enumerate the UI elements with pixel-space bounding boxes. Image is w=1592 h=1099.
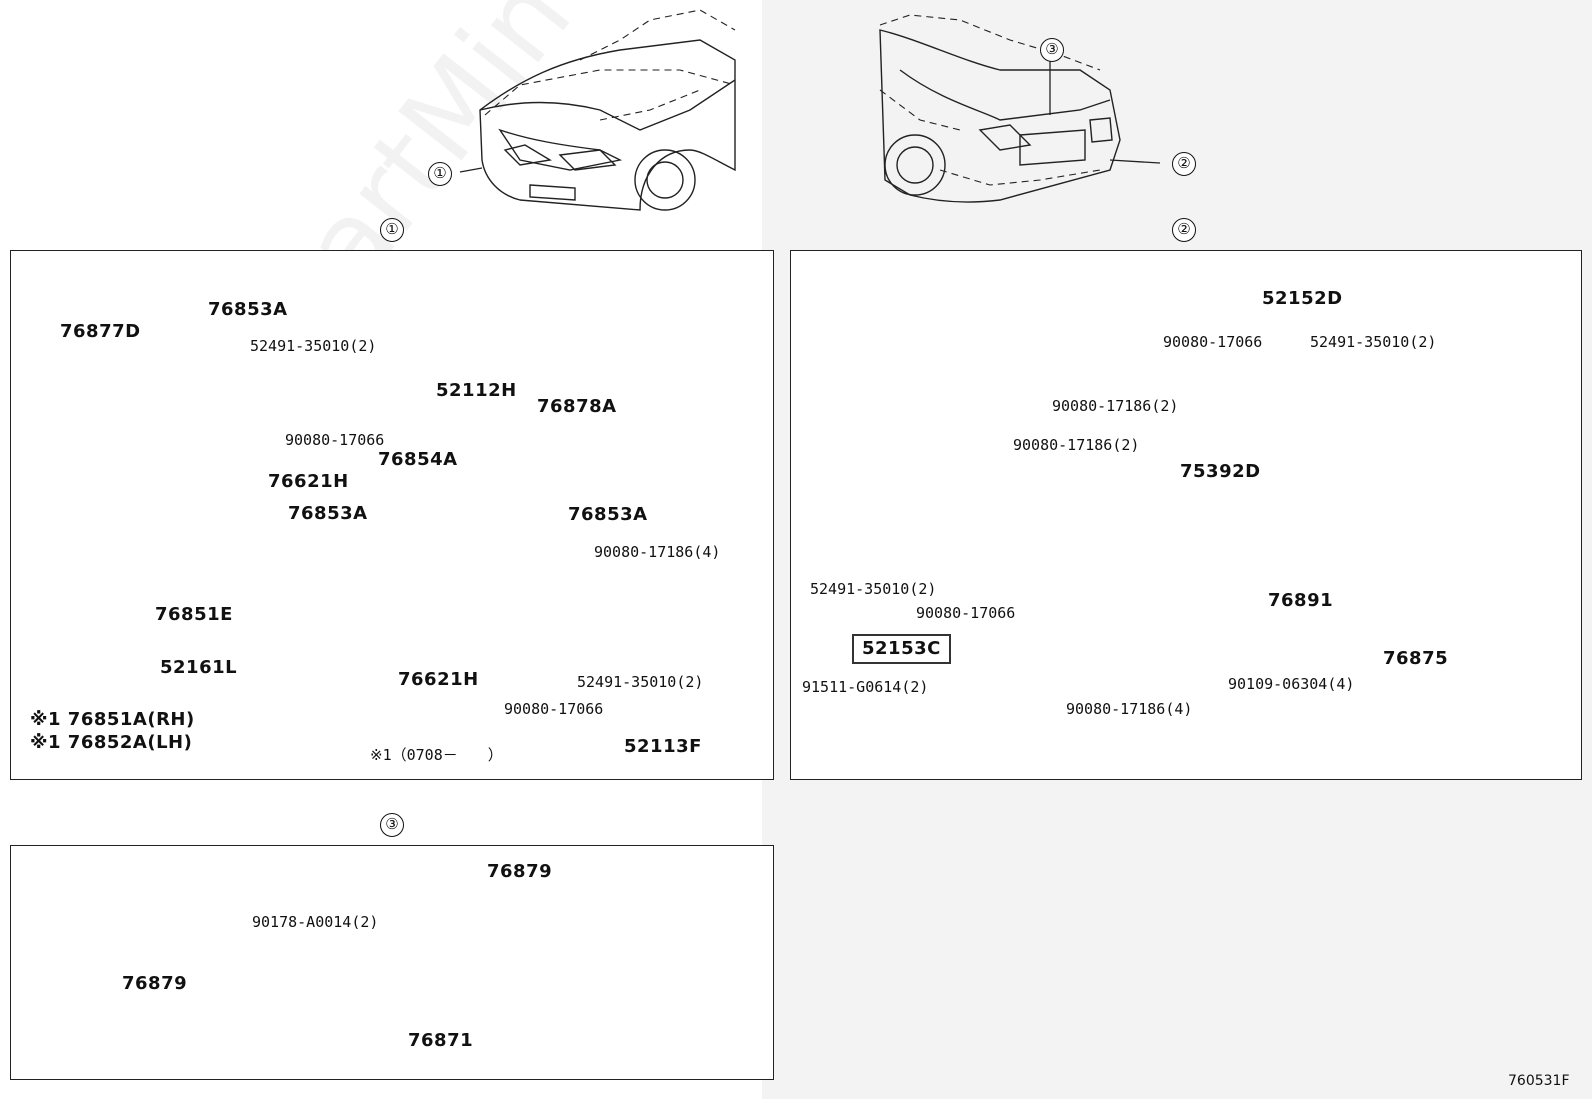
section-marker-1-top: ① xyxy=(428,162,452,186)
footnote-date-range: ※1（0708－ ） xyxy=(370,746,503,764)
part-label-52112H[interactable]: 52112H xyxy=(436,380,517,401)
part-label-90080-17066-top[interactable]: 90080-17066 xyxy=(285,431,385,449)
page-code: 760531F xyxy=(1508,1073,1570,1089)
part-label-52161L[interactable]: 52161L xyxy=(160,657,238,678)
section-marker-3: ③ xyxy=(380,813,404,837)
part-label-76621H-top[interactable]: 76621H xyxy=(268,471,349,492)
part-label-52113F[interactable]: 52113F xyxy=(624,736,702,757)
panel-front-bumper xyxy=(10,250,774,780)
part-label-76877D[interactable]: 76877D xyxy=(60,321,141,342)
part-label-76854A[interactable]: 76854A xyxy=(378,449,458,470)
part-label-76853A-right[interactable]: 76853A xyxy=(568,504,648,525)
part-label-76871[interactable]: 76871 xyxy=(408,1030,474,1051)
part-label-90080-17066-bottom[interactable]: 90080-17066 xyxy=(504,700,604,718)
part-label-52491-35010-left[interactable]: 52491-35010(2) xyxy=(810,580,937,598)
part-label-90080-17066-mid[interactable]: 90080-17066 xyxy=(916,604,1016,622)
part-label-90080-17186-a[interactable]: 90080-17186(2) xyxy=(1052,397,1179,415)
part-label-76853A-top[interactable]: 76853A xyxy=(208,299,288,320)
part-label-52491-35010-top[interactable]: 52491-35010(2) xyxy=(250,337,377,355)
part-label-76878A[interactable]: 76878A xyxy=(537,396,617,417)
front-car-illustration xyxy=(459,9,736,211)
part-label-76851A-rh[interactable]: ※1 76851A(RH) xyxy=(30,709,195,730)
panel-rear-bumper xyxy=(790,250,1582,780)
part-label-91511-G0614[interactable]: 91511-G0614(2) xyxy=(802,678,929,696)
section-marker-1: ① xyxy=(380,218,404,242)
part-label-52491-35010-bottom[interactable]: 52491-35010(2) xyxy=(577,673,704,691)
rear-car-illustration xyxy=(879,14,1161,203)
section-marker-2-top: ② xyxy=(1172,152,1196,176)
part-label-76621H-bottom[interactable]: 76621H xyxy=(398,669,479,690)
part-label-90080-17186-b[interactable]: 90080-17186(2) xyxy=(1013,436,1140,454)
part-label-90080-17186-4[interactable]: 90080-17186(4) xyxy=(594,543,721,561)
section-marker-2: ② xyxy=(1172,218,1196,242)
panel-rear-spoiler xyxy=(10,845,774,1080)
part-label-76879-top[interactable]: 76879 xyxy=(487,861,553,882)
part-label-75392D[interactable]: 75392D xyxy=(1180,461,1261,482)
part-label-76891[interactable]: 76891 xyxy=(1268,590,1334,611)
part-label-90178-A0014[interactable]: 90178-A0014(2) xyxy=(252,913,379,931)
part-label-90080-17066-top[interactable]: 90080-17066 xyxy=(1163,333,1263,351)
section-marker-3-top: ③ xyxy=(1040,38,1064,62)
part-label-76879-left[interactable]: 76879 xyxy=(122,973,188,994)
part-label-52153C[interactable]: 52153C xyxy=(852,634,951,664)
part-label-76853A-mid[interactable]: 76853A xyxy=(288,503,368,524)
part-label-52491-35010-top[interactable]: 52491-35010(2) xyxy=(1310,333,1437,351)
part-label-76852A-lh[interactable]: ※1 76852A(LH) xyxy=(30,732,193,753)
part-label-76851E[interactable]: 76851E xyxy=(155,604,233,625)
part-label-90080-17186-4[interactable]: 90080-17186(4) xyxy=(1066,700,1193,718)
part-label-76875[interactable]: 76875 xyxy=(1383,648,1449,669)
part-label-52152D[interactable]: 52152D xyxy=(1262,288,1343,309)
part-label-90109-06304[interactable]: 90109-06304(4) xyxy=(1228,675,1355,693)
